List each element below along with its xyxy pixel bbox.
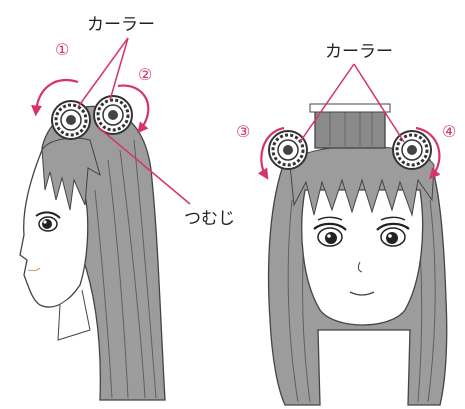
- top-section-block: [314, 107, 386, 149]
- front-view-figure: ③ ④ カーラー: [236, 42, 456, 406]
- step-2-label: ②: [138, 65, 152, 84]
- side-bangs: [41, 137, 101, 211]
- rotation-arrow-3: [257, 126, 285, 180]
- step-1-label: ①: [55, 40, 69, 59]
- front-eye-left: [313, 216, 347, 247]
- front-mouth: [349, 291, 375, 296]
- front-face: [301, 189, 424, 326]
- rotation-arrow-2: [117, 84, 150, 134]
- curler-label-right: カーラー: [325, 42, 393, 62]
- curler-3-icon: [267, 129, 309, 171]
- rotation-arrow-1: [31, 79, 79, 117]
- curler-4-icon: [391, 129, 433, 171]
- rotation-arrow-4: [415, 126, 441, 180]
- front-eye-right: [376, 216, 410, 247]
- curler-label-left: カーラー: [87, 15, 155, 35]
- crown-label: つむじ: [184, 209, 235, 229]
- side-eye: [35, 211, 61, 232]
- step-3-label: ③: [236, 122, 250, 141]
- side-profile-figure: ① ② カーラー つむじ: [19, 15, 235, 401]
- step-4-label: ④: [442, 122, 456, 141]
- curler-1-icon: [50, 99, 92, 141]
